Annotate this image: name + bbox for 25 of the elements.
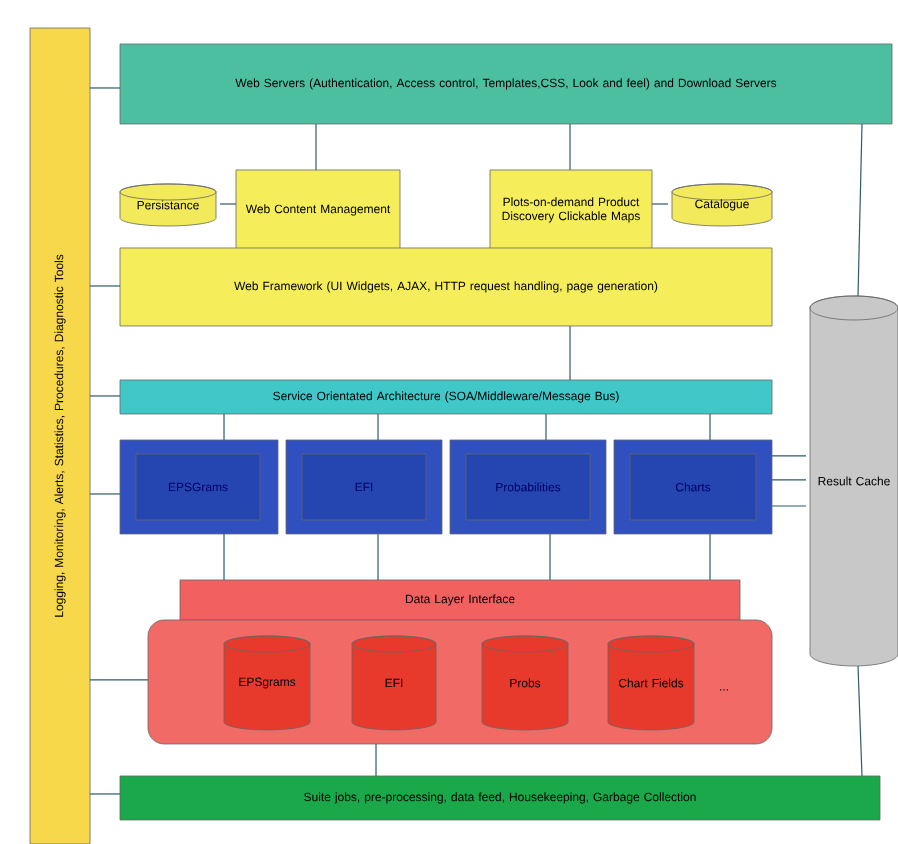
connector bbox=[771, 455, 807, 457]
connector bbox=[857, 123, 863, 297]
connector bbox=[549, 533, 551, 581]
connector bbox=[569, 123, 571, 171]
connector bbox=[223, 413, 225, 441]
connector bbox=[89, 493, 121, 495]
connector bbox=[223, 533, 225, 581]
connector bbox=[771, 479, 807, 481]
connector bbox=[545, 413, 547, 441]
connector bbox=[771, 505, 807, 507]
connector bbox=[89, 395, 121, 397]
connector bbox=[89, 793, 121, 795]
connector bbox=[377, 413, 379, 441]
connector bbox=[375, 743, 377, 777]
connector bbox=[857, 665, 863, 777]
connector bbox=[89, 87, 121, 89]
connector bbox=[219, 203, 237, 205]
connector bbox=[709, 413, 711, 441]
connector bbox=[89, 285, 121, 287]
connector bbox=[89, 679, 149, 681]
connector bbox=[709, 533, 711, 581]
connector bbox=[569, 325, 571, 381]
connector bbox=[315, 123, 317, 171]
connector bbox=[377, 533, 379, 581]
connector bbox=[651, 203, 669, 205]
